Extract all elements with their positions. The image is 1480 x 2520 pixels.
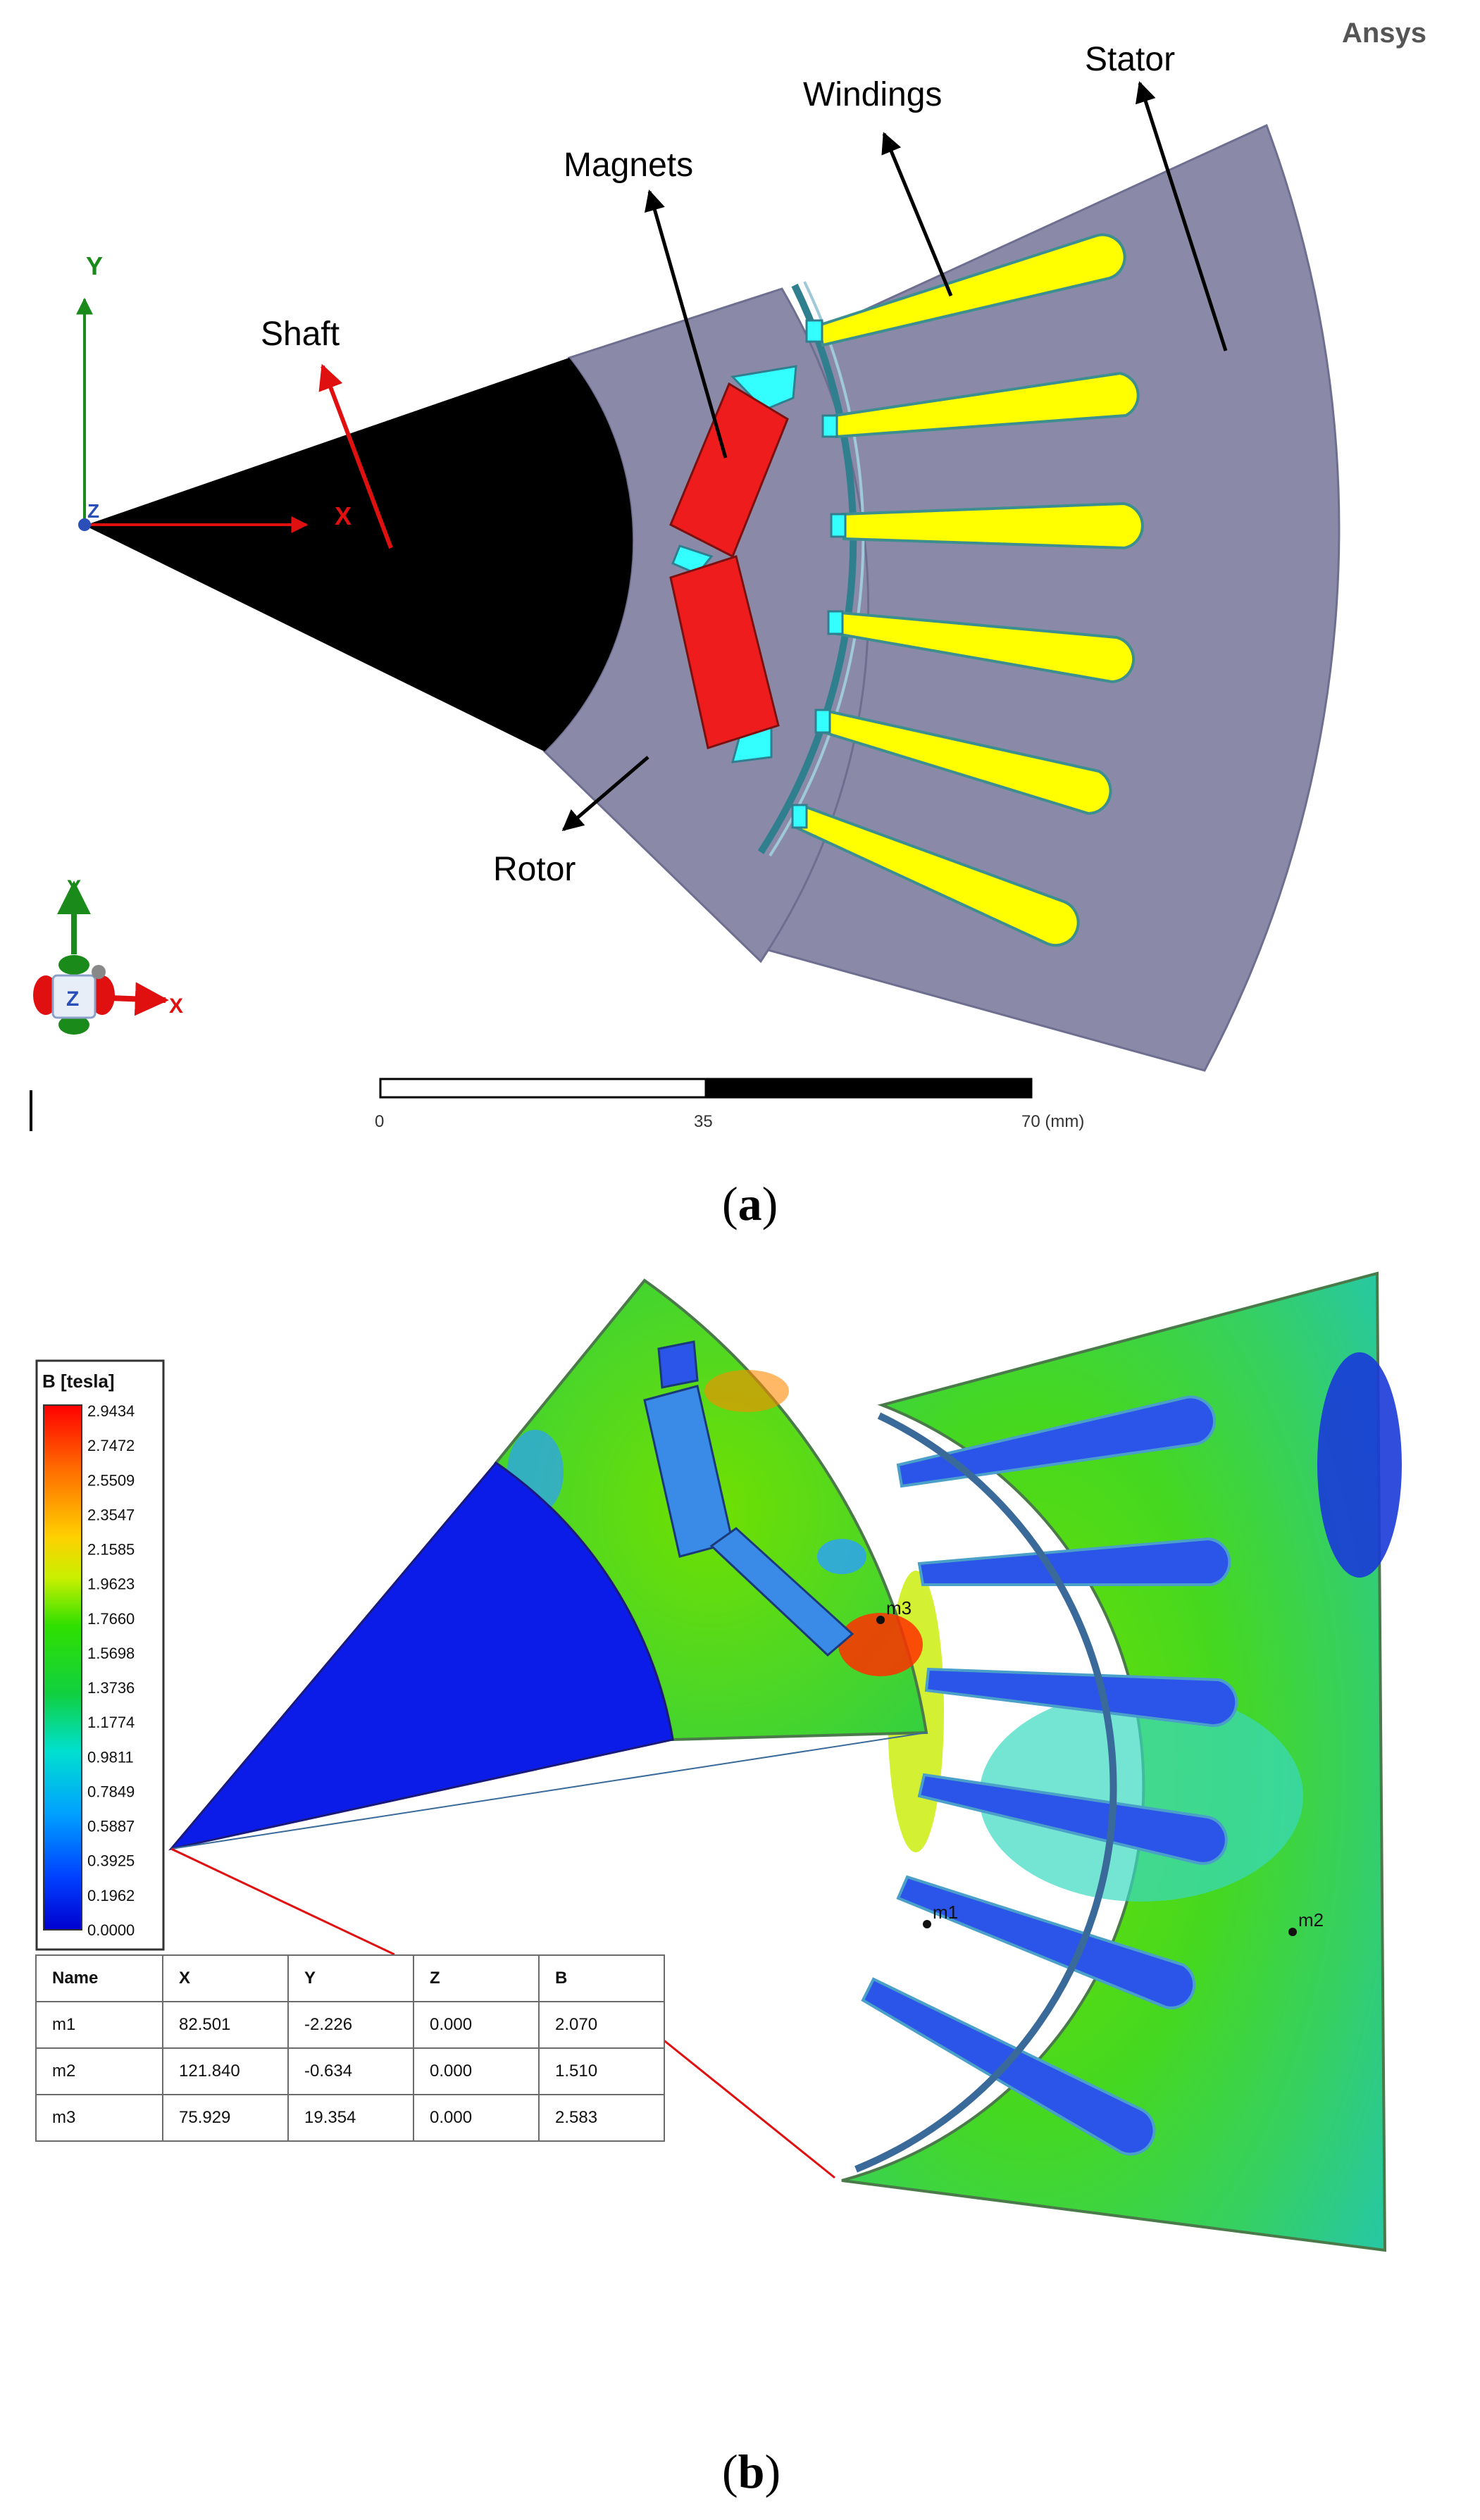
panel-b-caption: (b)	[722, 2445, 781, 2498]
scale-tick-35: 35	[694, 1112, 713, 1131]
panel-b-caption-letter: b	[738, 2445, 765, 2498]
table-cell: m3	[35, 2094, 163, 2142]
magnet-field-2	[709, 1527, 854, 1657]
legend-tick-label: 0.7849	[87, 1783, 135, 1800]
panel-a-caption-letter: a	[738, 1177, 762, 1230]
axis-y-label: Y	[86, 251, 103, 280]
table-cell: 121.840	[162, 2047, 289, 2095]
legend-tick-label: 0.0000	[87, 1921, 135, 1939]
triad-z-label: Z	[66, 987, 79, 1011]
legend-tick-label: 2.9434	[87, 1402, 135, 1420]
legend-tick-label: 2.7472	[87, 1437, 135, 1454]
table-header-name: Name	[35, 1954, 163, 2002]
magnets-group	[669, 365, 797, 763]
legend-tick-label: 0.9811	[87, 1748, 134, 1766]
marker-m3-label: m3	[886, 1597, 912, 1618]
table-header-row: Name X Y Z B	[35, 1954, 665, 2002]
airgap-sleeve	[757, 283, 857, 854]
axis-z-label: Z	[87, 500, 99, 522]
table-cell: 0.000	[413, 2001, 540, 2049]
shaft-region	[85, 358, 633, 751]
table-cell: m1	[35, 2001, 163, 2049]
panel-a-caption: (a)	[722, 1177, 778, 1230]
legend-tick-label: 1.3736	[87, 1679, 135, 1697]
color-legend: B [tesla] 2.9434 2.7472 2.5509 2.3547 2.1585…	[35, 1359, 165, 1951]
legend-tick-label: 1.1774	[87, 1714, 135, 1731]
panel-a-geometry: Ansys	[30, 18, 1426, 1131]
table-cell: 0.000	[413, 2047, 540, 2095]
brand-label: Ansys	[1342, 18, 1426, 49]
legend-tick-label: 2.5509	[87, 1471, 135, 1489]
windings-label: Windings	[803, 76, 942, 113]
table-header-y: Y	[287, 1954, 414, 2002]
shaft-label: Shaft	[261, 316, 340, 353]
axis-x-label: X	[335, 501, 352, 530]
legend-tick-label: 1.5698	[87, 1645, 135, 1662]
shaft-field-map	[168, 1461, 674, 1851]
table-cell: 19.354	[287, 2094, 414, 2142]
scale-tick-70: 70 (mm)	[1021, 1112, 1084, 1131]
table-cell: -0.634	[287, 2047, 414, 2095]
markers-table: Name X Y Z B m1 82.501 -2.226 0.000 2.07…	[35, 1954, 665, 2142]
panel-b-flux-density: m1 m2 m3 B [tesla] 2.9434 2.7472 2.5509 2.3…	[35, 1271, 1402, 2252]
legend-tick-labels: 2.9434 2.7472 2.5509 2.3547 2.1585 1.9623 1.76…	[87, 1402, 135, 1939]
table-cell: 75.929	[162, 2094, 289, 2142]
table-row: m1 82.501 -2.226 0.000 2.070	[35, 2001, 665, 2049]
legend-title: B [tesla]	[42, 1371, 115, 1392]
triad-y-label: Y	[67, 876, 81, 899]
table-cell: 82.501	[162, 2001, 289, 2049]
magnets-label: Magnets	[564, 146, 693, 184]
triad-x-label: X	[169, 994, 183, 1018]
marker-m1-label: m1	[933, 1902, 958, 1923]
table-header-b: B	[538, 1954, 665, 2002]
scale-tick-0: 0	[375, 1112, 384, 1131]
legend-tick-label: 1.9623	[87, 1576, 135, 1593]
scale-bar: 0 35 70 (mm)	[375, 1078, 1084, 1131]
legend-tick-label: 2.3547	[87, 1506, 135, 1523]
axis-triad-icon: Y X Z	[33, 876, 183, 1035]
marker-m2-label: m2	[1298, 1909, 1324, 1930]
stator-label: Stator	[1085, 41, 1175, 78]
legend-tick-label: 2.1585	[87, 1541, 135, 1559]
table-row: m2 121.840 -0.634 0.000 1.510	[35, 2047, 665, 2095]
table-cell: -2.226	[287, 2001, 414, 2049]
table-header-x: X	[162, 1954, 289, 2002]
legend-tick-label: 1.7660	[87, 1610, 135, 1628]
table-header-z: Z	[413, 1954, 540, 2002]
table-cell: 2.583	[538, 2094, 665, 2142]
legend-tick-label: 0.5887	[87, 1818, 135, 1835]
table-cell: 2.070	[538, 2001, 665, 2049]
table-cell: 0.000	[413, 2094, 540, 2142]
windings-group	[794, 233, 1144, 947]
table-cell: 1.510	[538, 2047, 665, 2095]
legend-tick-label: 0.3925	[87, 1852, 135, 1870]
table-row: m3 75.929 19.354 0.000 2.583	[35, 2094, 665, 2142]
rotor-label: Rotor	[493, 851, 576, 888]
table-cell: m2	[35, 2047, 163, 2095]
legend-tick-label: 0.1962	[87, 1887, 135, 1904]
